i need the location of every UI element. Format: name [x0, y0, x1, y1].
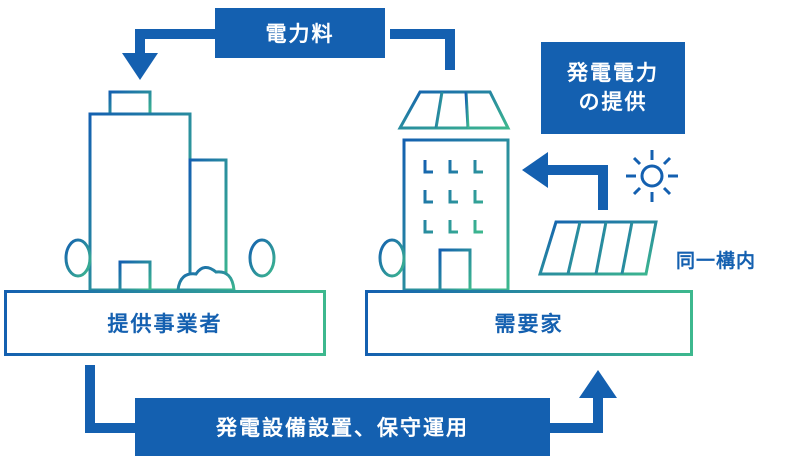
power-supply-arrow — [545, 165, 608, 210]
sun-icon — [626, 150, 678, 202]
electricity-fee-label: 電力料 — [215, 8, 385, 58]
solar-panel-icon — [537, 220, 658, 290]
fee-arrow — [135, 29, 455, 70]
provider-box: 提供事業者 — [4, 290, 326, 356]
installation-label: 発電設備設置、保守運用 — [135, 398, 550, 456]
tree-icon — [64, 238, 276, 292]
power-supply-label-line1: 発電電力 — [567, 60, 659, 85]
power-supply-arrowhead — [522, 152, 548, 188]
same-premises-label: 同一構内 — [676, 250, 757, 272]
consumer-box: 需要家 — [365, 290, 693, 356]
power-supply-label: 発電電力 の提供 — [541, 42, 685, 134]
office-building-icon — [88, 90, 228, 292]
solar-building-icon — [378, 90, 511, 292]
power-supply-label-line2: の提供 — [578, 90, 648, 114]
provider-label: 提供事業者 — [107, 312, 223, 336]
fee-arrowhead — [122, 53, 158, 80]
installation-arrowhead — [579, 370, 617, 398]
installation-arrow — [85, 365, 603, 433]
consumer-label: 需要家 — [494, 312, 564, 336]
